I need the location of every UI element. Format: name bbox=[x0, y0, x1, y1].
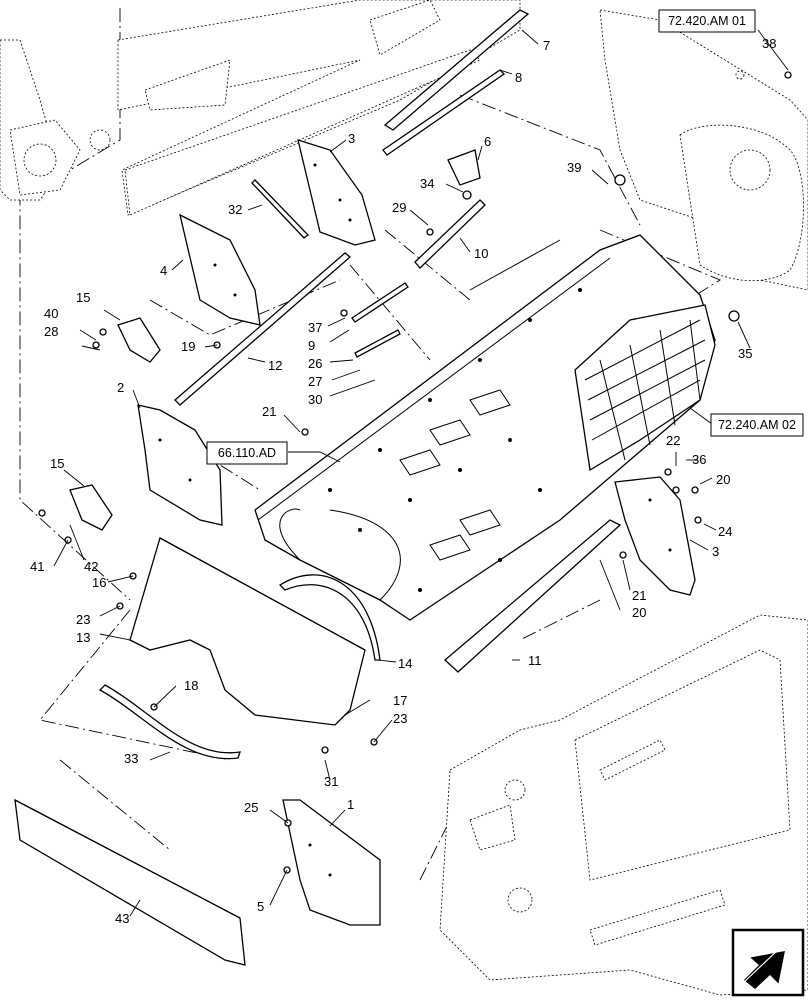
callout: 3 bbox=[348, 131, 355, 146]
cover-diamonds bbox=[399, 389, 511, 561]
part-4-plate bbox=[179, 213, 261, 326]
callout: 17 bbox=[393, 693, 407, 708]
callout: 6 bbox=[484, 134, 491, 149]
part-15-bracket-lower bbox=[69, 484, 113, 531]
callout: 13 bbox=[76, 630, 90, 645]
callout: 15 bbox=[50, 456, 64, 471]
callout: 3 bbox=[712, 544, 719, 559]
part-11-channel bbox=[444, 519, 622, 673]
callout: 23 bbox=[393, 711, 407, 726]
callout: 31 bbox=[324, 774, 338, 789]
callout: 1 bbox=[347, 797, 354, 812]
ref-66-110-ad[interactable]: 66.110.AD bbox=[206, 441, 288, 465]
callout: 11 bbox=[528, 653, 542, 668]
part-43-cover bbox=[14, 798, 246, 966]
callout: 25 bbox=[244, 800, 258, 815]
callout: 43 bbox=[115, 911, 129, 926]
leader-lines bbox=[53, 29, 789, 917]
callout: 30 bbox=[308, 392, 322, 407]
callout: 16 bbox=[92, 575, 106, 590]
callout: 5 bbox=[257, 899, 264, 914]
arrow-icon[interactable] bbox=[731, 928, 805, 997]
part-33-arc-strip bbox=[98, 684, 241, 760]
callout: 34 bbox=[420, 176, 434, 191]
part-14-arc-strip bbox=[278, 574, 381, 661]
ref-72-420-am-01[interactable]: 72.420.AM 01 bbox=[658, 9, 756, 33]
part-13-panel bbox=[129, 537, 366, 726]
callout: 33 bbox=[124, 751, 138, 766]
part-15-bracket-upper bbox=[117, 317, 161, 363]
hardware-bolts bbox=[38, 71, 792, 874]
callout: 29 bbox=[392, 200, 406, 215]
grate-pattern bbox=[584, 319, 706, 461]
callout: 42 bbox=[84, 559, 98, 574]
top-channel bbox=[124, 49, 481, 216]
callout: 36 bbox=[692, 452, 706, 467]
lower-right-frame bbox=[439, 614, 808, 996]
callout: 27 bbox=[308, 374, 322, 389]
callout: 21 bbox=[262, 404, 276, 419]
part-7-8-strips bbox=[382, 9, 530, 156]
part-1-plate bbox=[282, 799, 381, 926]
callout: 19 bbox=[181, 339, 195, 354]
callout: 20 bbox=[632, 605, 646, 620]
callout: 32 bbox=[228, 202, 242, 217]
callout: 4 bbox=[160, 263, 167, 278]
callout: 39 bbox=[567, 160, 581, 175]
part-32-rod bbox=[251, 179, 309, 239]
callout: 37 bbox=[308, 320, 322, 335]
part-2-plate bbox=[137, 404, 223, 526]
callout: 38 bbox=[762, 36, 776, 51]
upper-left-frame bbox=[0, 0, 521, 216]
callout: 15 bbox=[76, 290, 90, 305]
callout: 10 bbox=[474, 246, 488, 261]
svg-text:66.110.AD: 66.110.AD bbox=[218, 446, 276, 460]
callout-labels: 7 8 3 6 34 29 10 32 4 15 40 28 37 9 26 2… bbox=[30, 36, 776, 926]
callout: 35 bbox=[738, 346, 752, 361]
part-3-upper-plate bbox=[297, 139, 376, 246]
part-9-26-27-linkage bbox=[340, 282, 409, 358]
part-10-shaft bbox=[414, 199, 486, 269]
callout: 26 bbox=[308, 356, 322, 371]
callout: 24 bbox=[718, 524, 732, 539]
callout: 8 bbox=[515, 70, 522, 85]
callout: 7 bbox=[543, 38, 550, 53]
callout: 40 bbox=[44, 306, 58, 321]
callout: 9 bbox=[308, 338, 315, 353]
callout: 22 bbox=[666, 433, 680, 448]
main-cover bbox=[254, 234, 716, 621]
svg-text:72.420.AM 01: 72.420.AM 01 bbox=[668, 14, 746, 28]
part-3-right-plate bbox=[614, 476, 696, 596]
callout: 21 bbox=[632, 588, 646, 603]
callout: 41 bbox=[30, 559, 44, 574]
svg-text:72.240.AM 02: 72.240.AM 02 bbox=[718, 418, 796, 432]
right-side-sheet bbox=[599, 9, 808, 291]
callout: 18 bbox=[184, 678, 198, 693]
ref-72-240-am-02[interactable]: 72.240.AM 02 bbox=[710, 413, 804, 437]
callout: 14 bbox=[398, 656, 412, 671]
callout: 20 bbox=[716, 472, 730, 487]
callout: 28 bbox=[44, 324, 58, 339]
part-34-nut bbox=[462, 190, 472, 200]
part-12-shaft bbox=[174, 252, 352, 406]
callout: 12 bbox=[268, 358, 282, 373]
callout: 23 bbox=[76, 612, 90, 627]
callout: 2 bbox=[117, 380, 124, 395]
part-6-bracket bbox=[447, 149, 481, 186]
